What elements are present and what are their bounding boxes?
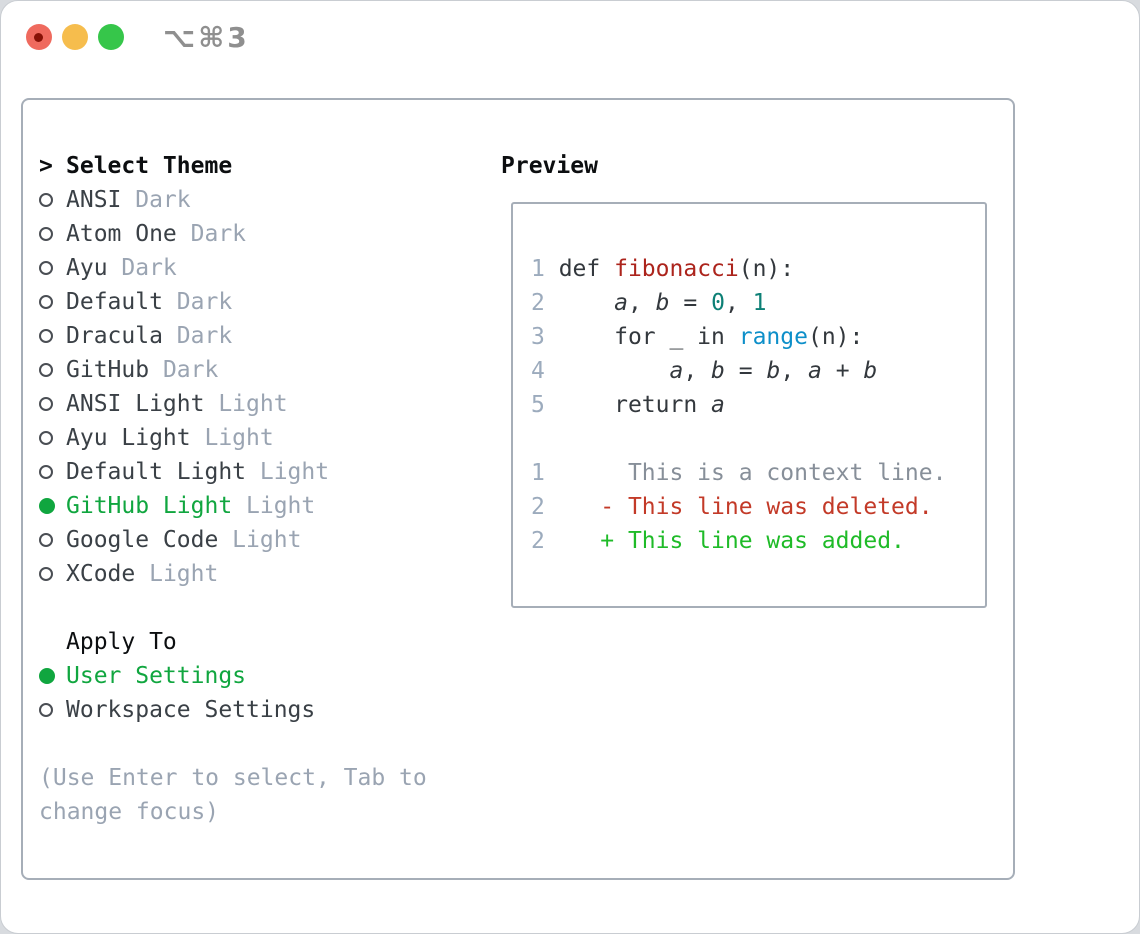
apply-to-header: Apply To: [39, 625, 427, 659]
option-label: Workspace Settings: [66, 697, 316, 723]
option-label: Atom One: [66, 221, 177, 247]
preview-line-1: 1 def fibonacci(n):: [531, 256, 795, 282]
theme-option-dracula[interactable]: Dracula Dark: [39, 319, 427, 353]
option-variant: Dark: [162, 289, 233, 315]
radio-selected-icon: [39, 498, 66, 514]
option-variant: Dark: [107, 255, 177, 281]
radio-icon: [39, 397, 66, 411]
option-variant: Dark: [162, 323, 233, 349]
window-controls: [26, 24, 124, 50]
option-label: Ayu: [66, 255, 108, 281]
option-variant: Light: [204, 391, 288, 417]
option-label: XCode: [66, 561, 136, 587]
preview-line-2: 2 a, b = 0, 1: [531, 290, 767, 316]
prompt-chevron-icon: >: [39, 153, 53, 179]
select-theme-header: > Select Theme: [39, 149, 427, 183]
close-button[interactable]: [26, 24, 52, 50]
preview-line-9: 2 + This line was added.: [531, 528, 905, 554]
theme-option-github[interactable]: GitHub Dark: [39, 353, 427, 387]
option-variant: Light: [135, 561, 219, 587]
spacer-row: [39, 591, 427, 625]
theme-option-default-light[interactable]: Default Light Light: [39, 455, 427, 489]
theme-option-google-code[interactable]: Google Code Light: [39, 523, 427, 557]
help-line-2: change focus): [39, 799, 220, 825]
apply-option-user-settings[interactable]: User Settings: [39, 659, 427, 693]
theme-option-ayu-light[interactable]: Ayu Light Light: [39, 421, 427, 455]
theme-option-ansi[interactable]: ANSI Dark: [39, 183, 427, 217]
theme-option-xcode[interactable]: XCode Light: [39, 557, 427, 591]
option-variant: Light: [190, 425, 274, 451]
radio-icon: [39, 465, 66, 479]
preview-title: Preview: [501, 153, 598, 179]
apply-option-workspace-settings[interactable]: Workspace Settings: [39, 693, 427, 727]
preview-line-7: 1 This is a context line.: [531, 460, 947, 486]
zoom-button[interactable]: [98, 24, 124, 50]
theme-option-github-light[interactable]: GitHub Light Light: [39, 489, 427, 523]
theme-option-ayu[interactable]: Ayu Dark: [39, 251, 427, 285]
option-variant: Light: [246, 459, 330, 485]
apply-to-title: Apply To: [66, 629, 177, 655]
option-label: GitHub: [66, 357, 150, 383]
option-label: Default Light: [66, 459, 247, 485]
radio-icon: [39, 533, 66, 547]
option-label: Dracula: [66, 323, 163, 349]
option-label: Ayu Light: [66, 425, 191, 451]
preview-box: 1 def fibonacci(n): 2 a, b = 0, 1 3 for _ …: [511, 202, 987, 608]
option-variant: Light: [232, 493, 316, 519]
option-label: User Settings: [66, 663, 247, 689]
option-variant: Light: [218, 527, 302, 553]
minimize-button[interactable]: [62, 24, 88, 50]
select-theme-title: Select Theme: [66, 153, 233, 179]
preview-line-5: 5 return a: [531, 392, 725, 418]
option-label: ANSI Light: [66, 391, 205, 417]
option-label: Google Code: [66, 527, 219, 553]
option-variant: Dark: [121, 187, 191, 213]
option-label: ANSI: [66, 187, 122, 213]
radio-icon: [39, 703, 66, 717]
preview-line-6: [531, 422, 985, 456]
preview-line-3: 3 for _ in range(n):: [531, 324, 864, 350]
radio-selected-icon: [39, 668, 66, 684]
help-text: (Use Enter to select, Tab to change focus…: [39, 761, 427, 829]
theme-option-ansi-light[interactable]: ANSI Light Light: [39, 387, 427, 421]
radio-icon: [39, 363, 66, 377]
option-label: GitHub Light: [66, 493, 233, 519]
window-title: ⌥⌘3: [163, 21, 250, 54]
option-variant: Dark: [176, 221, 247, 247]
radio-icon: [39, 295, 66, 309]
preview-code: 1 def fibonacci(n): 2 a, b = 0, 1 3 for _ …: [531, 252, 985, 558]
option-label: Default: [66, 289, 163, 315]
preview-line-4: 4 a, b = b, a + b: [531, 358, 878, 384]
radio-icon: [39, 261, 66, 275]
radio-icon: [39, 431, 66, 445]
option-variant: Dark: [149, 357, 219, 383]
close-dot-icon: [34, 33, 43, 42]
theme-option-atom-one[interactable]: Atom One Dark: [39, 217, 427, 251]
radio-icon: [39, 329, 66, 343]
preview-line-8: 2 - This line was deleted.: [531, 494, 933, 520]
help-line-1: (Use Enter to select, Tab to: [39, 765, 427, 791]
radio-icon: [39, 227, 66, 241]
radio-icon: [39, 193, 66, 207]
spacer-row: [39, 727, 427, 761]
theme-option-default[interactable]: Default Dark: [39, 285, 427, 319]
radio-icon: [39, 567, 66, 581]
